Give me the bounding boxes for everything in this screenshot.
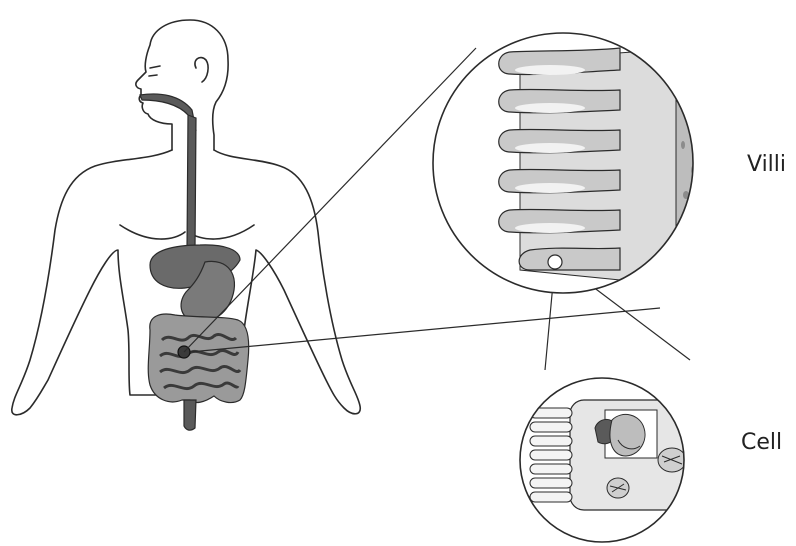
rectum xyxy=(184,400,196,430)
magnified-villus-spot xyxy=(548,255,562,269)
villi-label: Villi xyxy=(747,152,786,177)
cell-label: Cell xyxy=(741,430,782,455)
microvilli xyxy=(530,408,572,502)
villi-magnified-view xyxy=(433,33,706,300)
cell-magnified-view xyxy=(520,378,690,542)
villus xyxy=(519,248,620,270)
large-intestine xyxy=(148,314,248,402)
esophagus xyxy=(187,115,196,250)
digestive-tract xyxy=(140,94,249,430)
